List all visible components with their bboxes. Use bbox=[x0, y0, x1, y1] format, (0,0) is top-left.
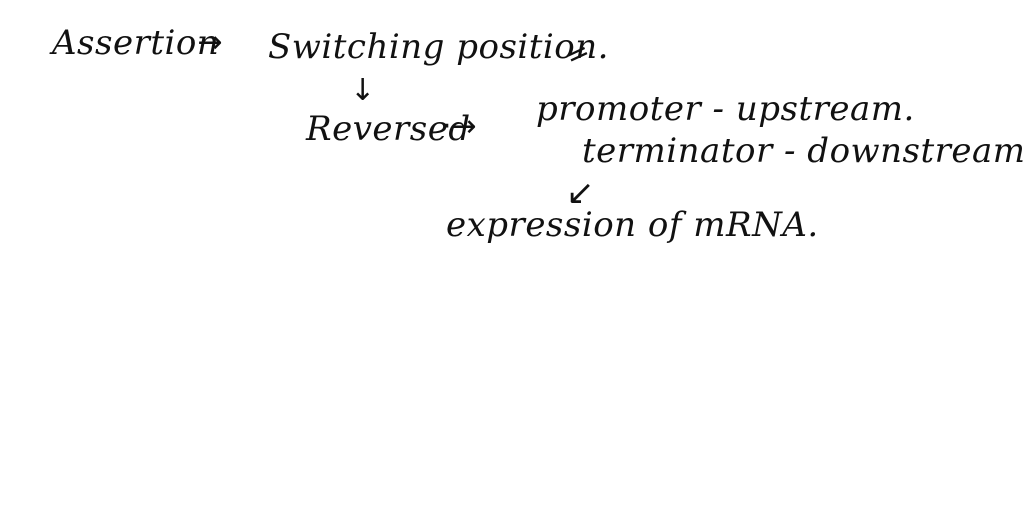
reversed-label: Reversed bbox=[306, 109, 471, 149]
expression-of-mrna-text: expression of mRNA. bbox=[446, 205, 819, 245]
promoter-upstream-text: promoter - upstream. bbox=[536, 89, 915, 129]
right-arrow-icon: ·→ bbox=[188, 25, 223, 60]
right-arrow-icon: ·→ bbox=[442, 109, 477, 144]
terminator-downstream-text: terminator - downstream. bbox=[582, 131, 1024, 171]
switching-position-text: Switching position. bbox=[268, 27, 609, 67]
diagonal-arrow-icon: ↙ bbox=[566, 173, 595, 213]
assertion-label: Assertion bbox=[52, 23, 220, 63]
down-arrow-icon: ↓ bbox=[350, 73, 376, 108]
